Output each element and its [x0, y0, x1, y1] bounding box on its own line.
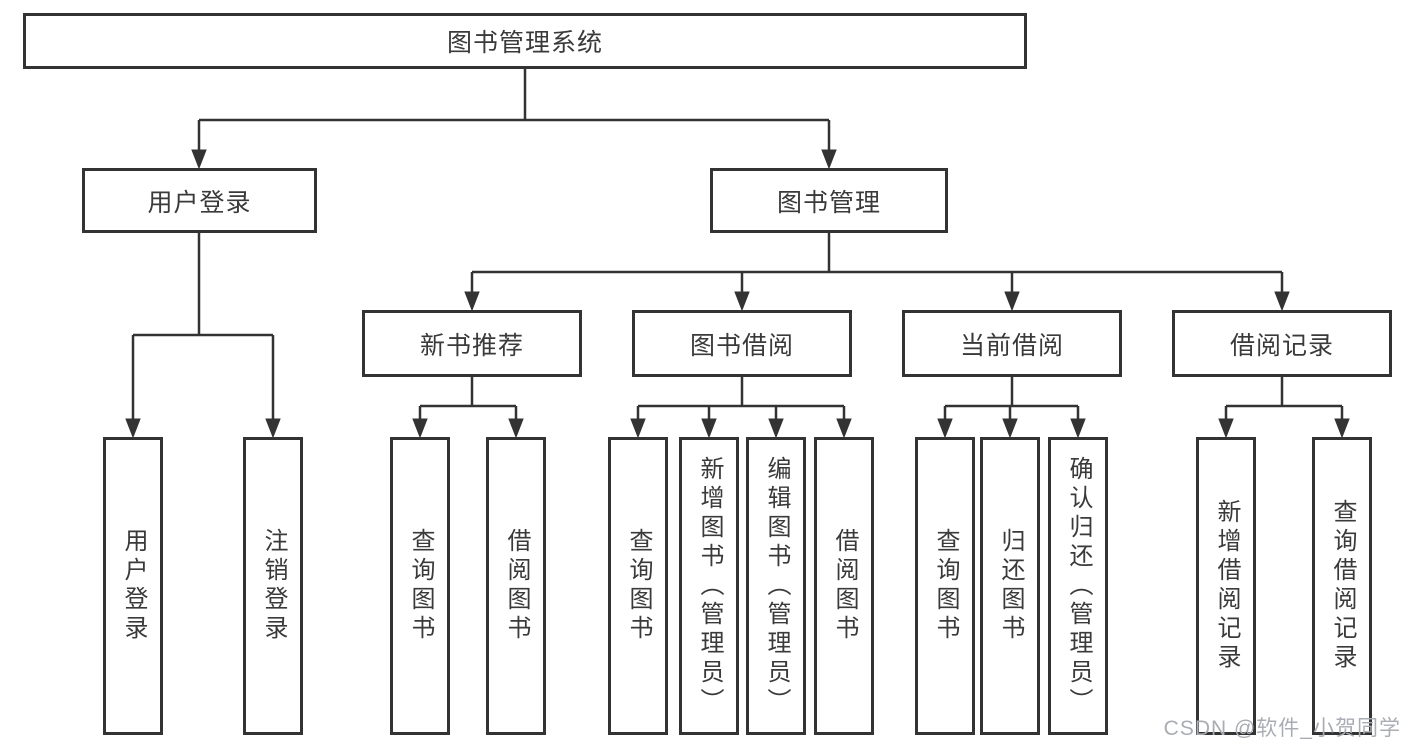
leaf-logout-login: 注销登录	[243, 437, 303, 735]
leaf-add-borrowing-record: 新增借阅记录	[1196, 437, 1256, 735]
node-book-management: 图书管理	[710, 168, 948, 233]
connector-root-to-level2	[191, 69, 837, 170]
connector-new-book-recommend-to-leaves	[412, 377, 524, 439]
leaf-query-books-borrowing: 查询图书	[608, 437, 668, 735]
node-user-login: 用户登录	[82, 168, 317, 233]
connector-user-login-to-leaves	[125, 233, 281, 439]
connector-borrowing-records-to-leaves	[1218, 377, 1350, 439]
leaf-borrow-books: 借阅图书	[814, 437, 874, 735]
connector-book-management-to-level3	[464, 233, 1290, 312]
leaf-user-login: 用户登录	[103, 437, 163, 735]
node-new-book-recommend: 新书推荐	[362, 310, 582, 377]
node-book-borrowing: 图书借阅	[632, 310, 852, 377]
csdn-watermark: CSDN @软件_小贺同学	[1163, 717, 1401, 740]
node-borrowing-records: 借阅记录	[1172, 310, 1392, 377]
leaf-query-borrowing-record: 查询借阅记录	[1312, 437, 1372, 735]
connector-current-borrowing-to-leaves	[937, 377, 1086, 439]
node-library-management-system: 图书管理系统	[23, 13, 1027, 69]
connector-book-borrowing-to-leaves	[630, 377, 852, 439]
leaf-add-books-admin: 新增图书（管理员）	[679, 437, 739, 735]
leaf-confirm-return-admin: 确认归还（管理员）	[1048, 437, 1108, 735]
leaf-query-books-recommend: 查询图书	[390, 437, 450, 735]
leaf-edit-books-admin: 编辑图书（管理员）	[746, 437, 806, 735]
leaf-borrow-books-recommend: 借阅图书	[486, 437, 546, 735]
leaf-return-books: 归还图书	[980, 437, 1040, 735]
node-current-borrowing: 当前借阅	[902, 310, 1122, 377]
leaf-query-books-current: 查询图书	[915, 437, 975, 735]
